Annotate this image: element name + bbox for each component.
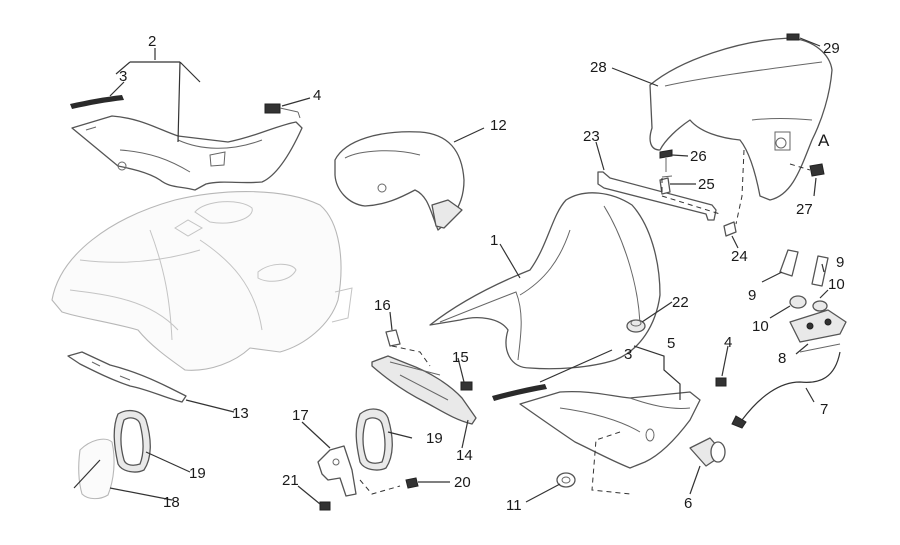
callout-7: 7 [820, 401, 828, 418]
assembly-lines [359, 149, 811, 495]
fuel-tank [51, 190, 353, 371]
callout-14: 14 [456, 447, 473, 464]
cap-29 [786, 33, 800, 41]
screw-4-upper [264, 103, 301, 119]
screw-15 [460, 381, 473, 391]
callout-26: 26 [690, 148, 707, 165]
reference-letter-a: A [818, 131, 830, 150]
callout-3-upper: 3 [119, 68, 127, 85]
bracket-13 [67, 351, 187, 403]
callout-15: 15 [452, 349, 469, 366]
callout-24: 24 [731, 248, 748, 265]
callout-23: 23 [583, 128, 600, 145]
lower-side-cover [519, 390, 701, 469]
callout-10-left: 10 [752, 318, 769, 335]
callout-5: 5 [667, 335, 675, 352]
callout-4-lower: 4 [724, 334, 732, 351]
seat-1 [429, 192, 661, 370]
callout-6: 6 [684, 495, 692, 512]
bracket-23 [597, 171, 717, 221]
callout-16: 16 [374, 297, 391, 314]
lock-mechanism-8 [789, 309, 847, 353]
callout-12: 12 [490, 117, 507, 134]
callout-4-upper: 4 [313, 87, 321, 104]
gasket-19-left [113, 409, 151, 473]
bracket-17 [317, 445, 357, 497]
gasket-19-center [355, 408, 393, 471]
clip-16 [385, 329, 401, 347]
bolt-9b [811, 255, 829, 287]
callout-9-right: 9 [836, 254, 844, 271]
rear-cowl-12 [334, 131, 465, 231]
rubber-22 [626, 319, 646, 333]
trim-strip-upper [70, 95, 124, 109]
nut-21 [319, 501, 331, 511]
callout-18: 18 [163, 494, 180, 511]
callout-19-center: 19 [426, 430, 443, 447]
screw-27 [809, 163, 825, 177]
trim-strip-lower [492, 384, 547, 401]
tail-fairing-28 [649, 37, 833, 201]
grommet-10a [789, 295, 807, 309]
clip-24 [723, 221, 737, 237]
upper-side-cover [71, 115, 303, 191]
callout-25: 25 [698, 176, 715, 193]
callout-27: 27 [796, 201, 813, 218]
nut-11 [556, 472, 576, 488]
cable-7 [731, 351, 841, 429]
callout-21: 21 [282, 472, 299, 489]
callout-11: 11 [506, 497, 522, 514]
callout-1: 1 [490, 232, 498, 249]
callout-3-lower: 3 [624, 346, 632, 363]
callout-labels: 1 2 3 3 4 4 5 6 7 8 9 9 10 10 11 12 13 1… [119, 33, 845, 514]
callout-13: 13 [232, 405, 249, 422]
cover-18 [73, 438, 115, 500]
callout-8: 8 [778, 350, 786, 367]
lock-cylinder-6 [689, 437, 726, 467]
leader-lines [109, 37, 829, 505]
callout-28: 28 [590, 59, 607, 76]
screw-4-lower [715, 377, 727, 387]
panel-14 [371, 355, 477, 425]
screw-20 [405, 477, 419, 489]
callout-29: 29 [823, 40, 840, 57]
grommet-10b [812, 300, 828, 312]
callout-22: 22 [672, 294, 689, 311]
callout-20: 20 [454, 474, 471, 491]
screw-26 [659, 149, 673, 172]
bolt-9a [779, 249, 799, 277]
callout-10-right: 10 [828, 276, 845, 293]
callout-17: 17 [292, 407, 309, 424]
callout-2: 2 [148, 33, 156, 50]
callout-19-left: 19 [189, 465, 206, 482]
callout-9-left: 9 [748, 287, 756, 304]
